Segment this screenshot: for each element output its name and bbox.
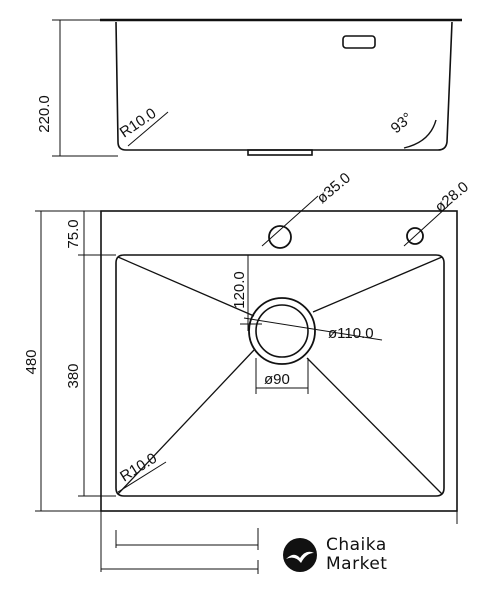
outer-rim	[100, 210, 458, 512]
drain-outlet-side	[247, 149, 313, 156]
brand-name-line2: Market	[326, 554, 388, 574]
overall-depth-label: 480	[23, 349, 40, 374]
slope-lines	[117, 256, 443, 495]
seagull-logo-icon	[283, 538, 317, 572]
drain-inner-diameter-label: ø90	[264, 371, 290, 388]
side-view	[52, 18, 462, 157]
drain-offset-label: 120.0	[231, 271, 248, 309]
large-hole-diameter-label: ø35.0	[314, 169, 354, 207]
tap-hole-small	[403, 205, 449, 247]
height-dimension-label: 220.0	[36, 95, 53, 133]
angle-label: 93°	[388, 109, 416, 137]
bowl-outline	[115, 254, 445, 497]
drain-inner-circle	[255, 304, 309, 358]
offset-label: 75.0	[65, 219, 82, 248]
drain-outer-diameter-label: ø110.0	[328, 325, 374, 342]
overall-depth-dimension	[35, 210, 101, 512]
brand-name-line1: Chaika	[326, 535, 387, 555]
width-dimensions	[100, 511, 458, 574]
drain-outer-circle	[248, 297, 316, 365]
side-radius-label: R10.0	[117, 105, 160, 141]
bowl-depth-dimension	[78, 211, 116, 497]
bowl-radius-label: R10.0	[117, 450, 160, 486]
drain-inner-dimension	[255, 358, 309, 394]
overflow-slot	[342, 35, 376, 49]
plan-view	[35, 195, 458, 574]
tap-hole-large	[261, 195, 319, 249]
brand-logo: Chaika Market	[282, 536, 387, 574]
angle-arc	[403, 119, 437, 149]
bowl-depth-label: 380	[65, 363, 82, 388]
